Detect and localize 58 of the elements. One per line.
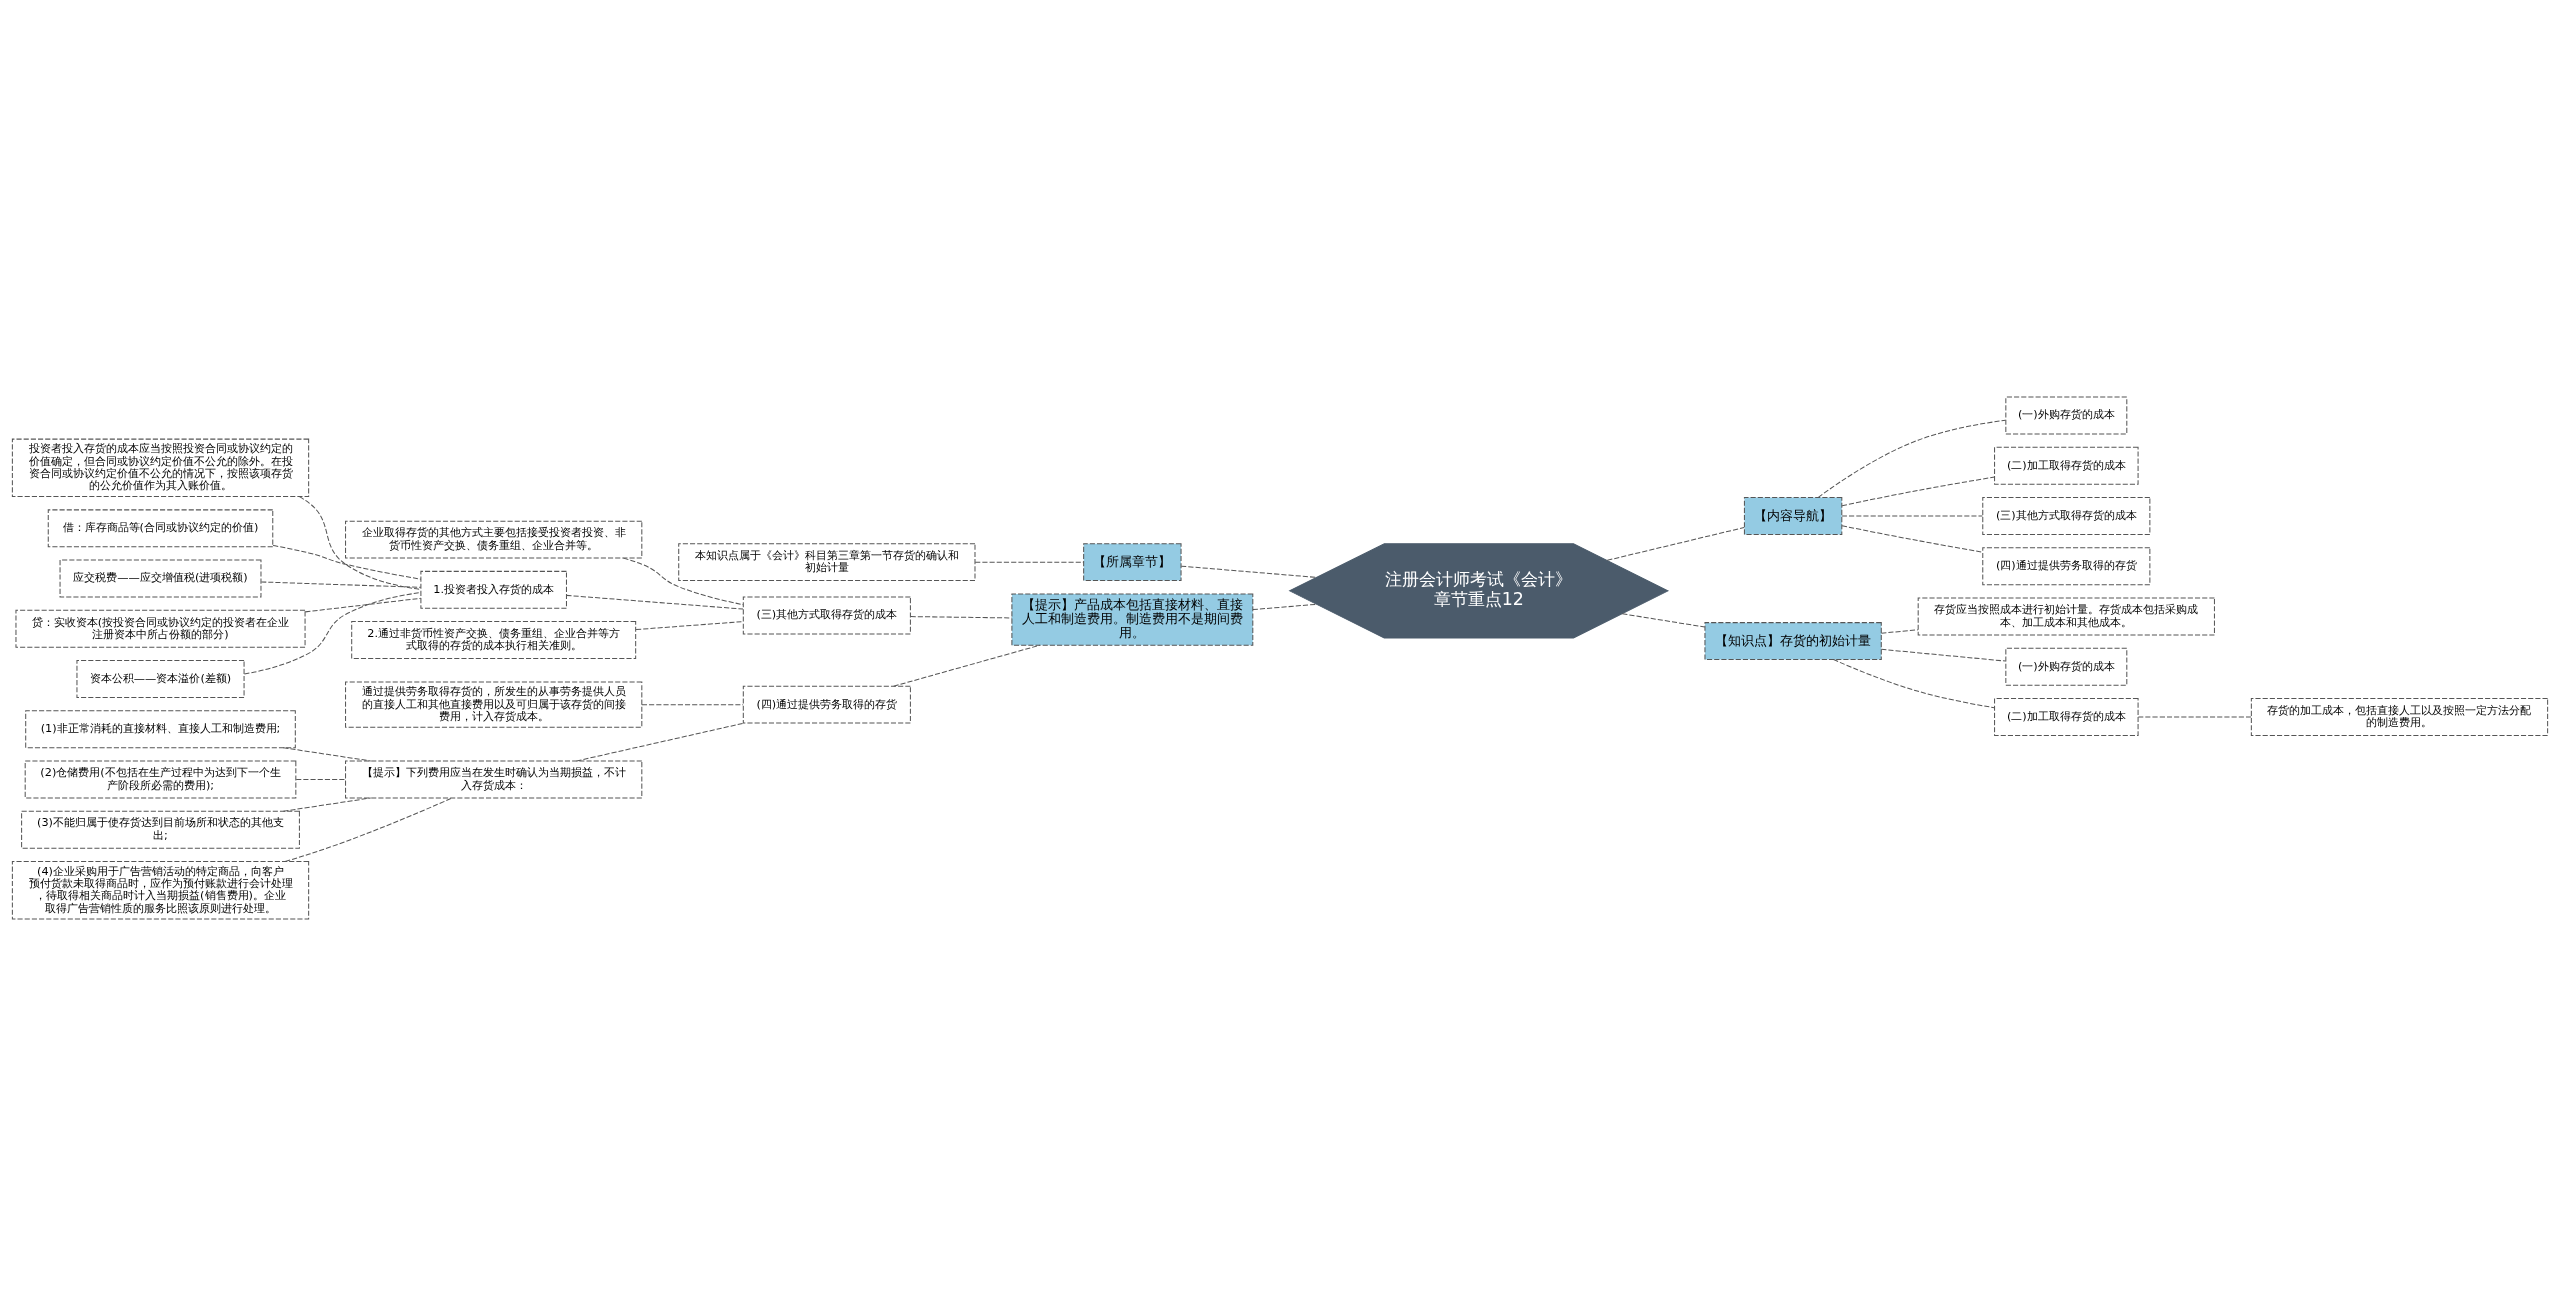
node-box: 企业取得存货的其他方式主要包括接受投资者投资、非货币性资产交换、债务重组、企业合并等。 bbox=[345, 520, 643, 559]
node-box: 存货应当按照成本进行初始计量。存货成本包括采购成本、加工成本和其他成本。 bbox=[1917, 597, 2215, 635]
node-box: (四)通过提供劳务取得的存货 bbox=[1982, 546, 2151, 585]
connector bbox=[1252, 603, 1317, 610]
connector bbox=[893, 644, 1041, 687]
connector bbox=[1817, 419, 2007, 498]
node-box: (一)外购存货的成本 bbox=[2005, 647, 2128, 686]
node-box: 【知识点】存货的初始计量 bbox=[1704, 621, 1882, 660]
node-box: (三)其他方式取得存货的成本 bbox=[1982, 496, 2151, 535]
connector bbox=[272, 544, 422, 580]
connector bbox=[1841, 476, 1995, 506]
connector bbox=[2137, 715, 2252, 717]
node-box: 贷：实收资本(按投资合同或协议约定的投资者在企业注册资本中所占份额的部分) bbox=[15, 609, 306, 648]
node-box: 本知识点属于《会计》科目第三章第一节存货的确认和初始计量 bbox=[678, 542, 976, 581]
node-box: (2)仓储费用(不包括在生产过程中为达到下一个生产阶段所必需的费用); bbox=[24, 760, 297, 798]
connector bbox=[282, 796, 372, 812]
connector bbox=[282, 746, 372, 761]
node-box: 应交税费——应交增值税(进项税额) bbox=[59, 559, 262, 597]
node-box: (4)企业采购用于广告营销活动的特定商品，向客户预付货款未取得商品时，应作为预付账款进行会计处理，待取得相关商品时计入当期损益(销售费用)。企业取得广告营销性质的服务比照该原则进行处理。 bbox=[11, 860, 310, 919]
connector bbox=[974, 561, 1085, 563]
node-box: (二)加工取得存货的成本 bbox=[1994, 697, 2139, 736]
node-box: 投资者投入存货的成本应当按照投资合同或协议约定的价值确定，但合同或协议约定价值不公允的除外。在投资合同或协议约定价值不公允的情况下，按照该项存货的公允价值作为其入账价值。 bbox=[11, 438, 310, 497]
connector bbox=[635, 620, 744, 630]
node-box: (三)其他方式取得存货的成本 bbox=[742, 596, 911, 634]
connector bbox=[1880, 628, 1919, 634]
node-box: 借：库存商品等(合同或协议约定的价值) bbox=[47, 508, 274, 547]
connector bbox=[304, 597, 422, 612]
connector bbox=[298, 495, 422, 590]
connector bbox=[1880, 648, 2007, 662]
node-box: 2.通过非货币性资产交换、债务重组、企业合并等方式取得的存货的成本执行相关准则。 bbox=[351, 620, 637, 659]
connector bbox=[1621, 612, 1706, 628]
connector bbox=[260, 580, 422, 588]
node-box: 通过提供劳务取得存货的，所发生的从事劳务提供人员的直接人工和其他直接费用以及可归属于该存货的间接费用，计入存货成本。 bbox=[345, 681, 643, 728]
node-box: 1.投资者投入存货的成本 bbox=[420, 570, 567, 609]
connector bbox=[1841, 524, 1984, 553]
node-box: (二)加工取得存货的成本 bbox=[1994, 446, 2139, 485]
connector bbox=[641, 703, 744, 705]
node-box: (3)不能归属于使存货达到目前场所和状态的其他支出; bbox=[21, 810, 300, 849]
connector bbox=[284, 797, 453, 862]
connector bbox=[1180, 565, 1317, 578]
connector bbox=[243, 591, 422, 674]
node-box: 【内容导航】 bbox=[1743, 496, 1843, 535]
connector bbox=[910, 615, 1013, 618]
connector bbox=[1841, 515, 1984, 517]
connector bbox=[576, 722, 745, 761]
node-box: 存货的加工成本，包括直接人工以及按照一定方法分配的制造费用。 bbox=[2250, 697, 2549, 736]
node-box: (四)通过提供劳务取得的存货 bbox=[742, 685, 911, 724]
node-box: (1)非正常消耗的直接材料、直接人工和制造费用; bbox=[25, 709, 296, 748]
node-box: 【提示】下列费用应当在发生时确认为当期损益，不计入存货成本： bbox=[345, 760, 643, 798]
node-box: (一)外购存货的成本 bbox=[2005, 396, 2128, 435]
connector bbox=[622, 557, 744, 605]
connector bbox=[1833, 658, 1995, 708]
node-box: 【所属章节】 bbox=[1083, 542, 1182, 581]
connector bbox=[295, 778, 346, 780]
connector bbox=[1606, 526, 1745, 561]
node-box: 【提示】产品成本包括直接材料、直接人工和制造费用。制造费用不是期间费用。 bbox=[1011, 592, 1254, 646]
connector bbox=[566, 594, 744, 610]
node-box: 资本公积——资本溢价(差额) bbox=[76, 659, 245, 698]
